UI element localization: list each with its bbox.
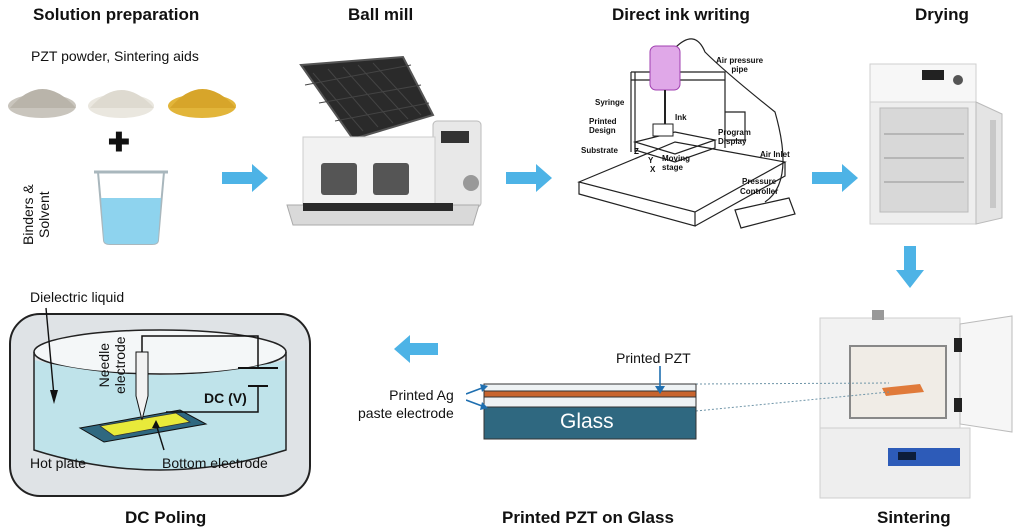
beaker-icon bbox=[94, 170, 168, 245]
furnace-door bbox=[959, 315, 1013, 433]
label-syringe: Syringe bbox=[595, 98, 625, 107]
oven-chamber bbox=[879, 107, 969, 213]
bottom-electrode-label: Bottom electrode bbox=[162, 455, 268, 471]
title-sintering: Sintering bbox=[877, 508, 951, 527]
furnace-sample bbox=[882, 384, 924, 396]
label-air-inlet: Air Inlet bbox=[760, 150, 790, 159]
ball-mill-base-slot bbox=[303, 203, 453, 211]
leader-line-top bbox=[695, 382, 890, 385]
label-printed-design-2: Design bbox=[589, 126, 616, 135]
diw-air-pipe bbox=[674, 38, 784, 203]
oven-knob bbox=[953, 75, 963, 85]
title-printed-pzt-on-glass: Printed PZT on Glass bbox=[502, 508, 674, 527]
label-pressure-controller: Pressure Controller bbox=[740, 177, 778, 197]
label-substrate: Substrate bbox=[581, 146, 618, 155]
ball-mill-lid bbox=[299, 55, 435, 141]
printed-pzt-stack bbox=[483, 383, 697, 440]
title-dc-poling: DC Poling bbox=[125, 508, 207, 527]
needle-electrode-label-1: Needle bbox=[96, 343, 112, 388]
printed-pzt-label: Printed PZT bbox=[616, 350, 691, 366]
dc-voltage-label: DC (V) bbox=[204, 390, 247, 406]
title-ball-mill: Ball mill bbox=[348, 5, 414, 24]
dc-circuit-wire bbox=[141, 335, 259, 413]
label-axis-y: Y bbox=[648, 156, 654, 165]
label-axis-z: Z bbox=[634, 147, 639, 156]
label-moving-stage: Moving stage bbox=[662, 154, 690, 172]
arrow-left bbox=[394, 335, 438, 363]
furnace-hinge-top bbox=[954, 338, 962, 352]
diw-printed-design bbox=[652, 123, 674, 137]
furnace-top-vent bbox=[872, 310, 884, 320]
diw-gantry bbox=[630, 71, 726, 152]
furnace-chamber bbox=[849, 345, 947, 419]
label-program-display-1: Program bbox=[718, 128, 751, 137]
label-axis-x: X bbox=[650, 165, 656, 174]
label-pressure-controller-2: Controller bbox=[740, 187, 779, 196]
diw-base bbox=[577, 141, 787, 227]
arrow-right-1 bbox=[222, 164, 268, 192]
label-printed-design-1: Printed bbox=[589, 117, 617, 126]
label-pressure-controller-1: Pressure bbox=[741, 177, 777, 186]
powder-piles bbox=[8, 89, 236, 118]
needle-electrode-label-2: electrode bbox=[112, 336, 128, 394]
ball-mill-display bbox=[441, 131, 469, 143]
printed-ag-label-1: Printed Ag bbox=[389, 387, 454, 403]
powders-label: PZT powder, Sintering aids bbox=[31, 48, 199, 64]
bottom-electrode-pointer bbox=[155, 423, 165, 451]
label-air-pressure-pipe-2: pipe bbox=[731, 65, 748, 74]
ball-mill-fan bbox=[463, 175, 479, 191]
diw-program-display bbox=[725, 111, 746, 141]
furnace-display bbox=[898, 452, 916, 460]
dielectric-liquid-label: Dielectric liquid bbox=[30, 289, 125, 305]
yellow-powder-pile-top bbox=[170, 89, 236, 108]
plus-icon: ✚ bbox=[108, 127, 130, 157]
arrow-down bbox=[896, 246, 924, 288]
white-powder-pile-top bbox=[90, 90, 154, 108]
hot-plate-label: Hot plate bbox=[30, 455, 87, 471]
printed-pzt-pointer bbox=[655, 366, 665, 394]
diw-pressure-controller bbox=[734, 197, 796, 229]
leader-line-bottom bbox=[695, 391, 890, 412]
dc-poling-setup bbox=[9, 307, 311, 497]
yellow-sample-pad bbox=[98, 412, 192, 437]
sintering-furnace-image bbox=[819, 310, 1013, 499]
bottom-ag-electrode-layer bbox=[483, 396, 697, 408]
dielectric-liquid-pointer bbox=[45, 307, 55, 397]
label-moving-stage-2: stage bbox=[662, 163, 683, 172]
oven-display bbox=[922, 70, 944, 80]
label-air-pressure-pipe: Air pressure pipe bbox=[716, 56, 763, 74]
arrow-right-2 bbox=[506, 164, 552, 192]
drying-oven-image bbox=[869, 63, 1003, 225]
dish-walls bbox=[33, 352, 287, 471]
arrow-right-3 bbox=[812, 164, 858, 192]
title-direct-ink-writing: Direct ink writing bbox=[612, 5, 750, 24]
label-air-pressure-pipe-1: Air pressure bbox=[716, 56, 764, 65]
diw-printer-image bbox=[577, 38, 796, 229]
glass-substrate bbox=[483, 406, 697, 440]
pzt-powder-pile-top bbox=[10, 89, 76, 108]
label-program-display-2: Display bbox=[718, 137, 747, 146]
title-solution-preparation: Solution preparation bbox=[33, 5, 200, 24]
printed-ag-pointers bbox=[466, 384, 488, 410]
label-printed-design: Printed Design bbox=[589, 117, 617, 135]
oven-door-handle bbox=[990, 120, 996, 208]
glass-label: Glass bbox=[560, 410, 614, 433]
printed-ag-label-2: paste electrode bbox=[358, 405, 454, 421]
furnace-hinge-bottom bbox=[954, 398, 962, 412]
label-moving-stage-1: Moving bbox=[662, 154, 690, 163]
printed-ag-label: Printed Ag paste electrode bbox=[358, 386, 454, 422]
title-drying: Drying bbox=[915, 5, 969, 24]
ball-mill-image bbox=[286, 55, 482, 226]
label-program-display: Program Display bbox=[718, 128, 751, 146]
ball-mill-jar-left bbox=[321, 163, 357, 195]
ball-mill-jar-right bbox=[373, 163, 409, 195]
needle-electrode-label: Needle electrode bbox=[96, 336, 128, 394]
label-ink: Ink bbox=[675, 113, 687, 122]
needle-electrode bbox=[135, 351, 149, 421]
